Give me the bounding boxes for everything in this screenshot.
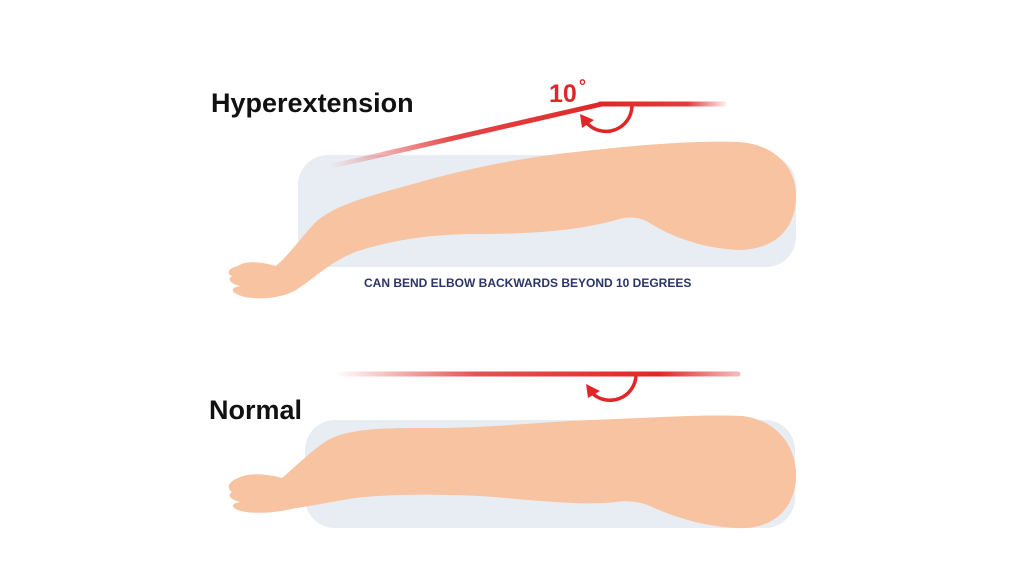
angle-arc-arrow xyxy=(584,105,634,134)
normal-title: Normal xyxy=(209,395,302,425)
hyperextension-panel: Hyperextension 10° CAN BEND ELBOW BACKWA… xyxy=(211,76,797,299)
angle-label: 10° xyxy=(549,76,586,108)
normal-panel: Normal xyxy=(209,371,797,529)
degree-symbol: ° xyxy=(579,76,586,96)
forearm-reference-line xyxy=(329,101,605,169)
hyperextended-arm xyxy=(228,141,797,299)
angle-arc-arrow xyxy=(590,375,638,403)
normal-arm xyxy=(228,415,797,529)
hyperextension-title: Hyperextension xyxy=(211,88,414,118)
hyperextension-caption: CAN BEND ELBOW BACKWARDS BEYOND 10 DEGRE… xyxy=(364,276,691,290)
arrowhead-icon xyxy=(586,384,600,398)
arrowhead-icon xyxy=(580,114,594,128)
